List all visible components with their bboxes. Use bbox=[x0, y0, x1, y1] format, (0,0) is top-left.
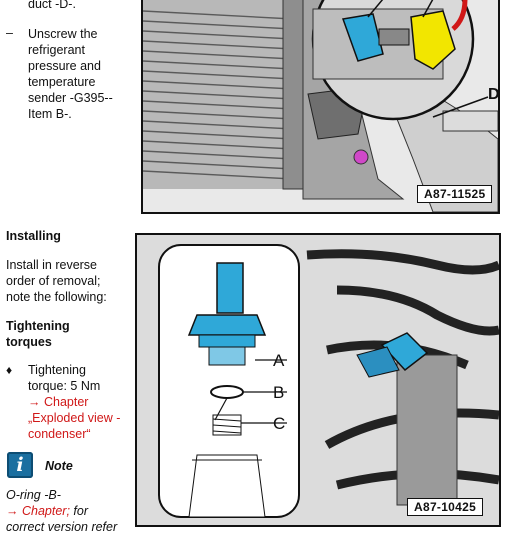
figure-top: D A87-11525 bbox=[141, 0, 500, 214]
installing-heading: Installing bbox=[6, 229, 61, 243]
figure-bottom-illustration bbox=[137, 235, 499, 525]
step-line: sender -G395-- bbox=[28, 91, 113, 105]
arrow-icon: → bbox=[28, 395, 41, 409]
callout-label-a: A bbox=[273, 351, 285, 370]
chapter-link[interactable]: → Chapter bbox=[28, 394, 138, 410]
callout-label-d: D bbox=[488, 86, 500, 103]
step-line: Unscrew the bbox=[28, 27, 98, 41]
callout-label-c: C bbox=[273, 414, 286, 433]
installing-line: Install in reverse bbox=[6, 258, 98, 272]
step-line: Item B-. bbox=[28, 107, 72, 121]
figure-bottom: A B C A87-10425 bbox=[135, 233, 501, 527]
figure-bottom-label: A87-10425 bbox=[407, 498, 484, 516]
info-icon: i bbox=[7, 452, 33, 478]
note-line-tail: for bbox=[69, 504, 88, 518]
chapter-link-line[interactable]: „Exploded view - bbox=[28, 411, 121, 425]
previous-step-fragment: duct -D-. bbox=[28, 0, 76, 11]
step-line: temperature bbox=[28, 75, 96, 89]
note-line: correct version refer bbox=[6, 520, 118, 534]
bullet-icon: ♦ bbox=[6, 363, 13, 377]
torque-line: Tightening bbox=[28, 363, 86, 377]
note-title: Note bbox=[45, 459, 73, 473]
torques-heading-line: torques bbox=[6, 335, 52, 349]
step-line: refrigerant bbox=[28, 43, 85, 57]
note-chapter-link[interactable]: → Chapter; bbox=[6, 504, 70, 518]
installing-line: note the following: bbox=[6, 290, 107, 304]
chapter-link-line[interactable]: condenser“ bbox=[28, 427, 91, 441]
note-line: O-ring -B- bbox=[6, 488, 61, 502]
torques-heading-line: Tightening bbox=[6, 319, 70, 333]
note-body: O-ring -B- → Chapter; for correct versio… bbox=[6, 487, 131, 535]
step-unscrew-text: Unscrew the refrigerant pressure and tem… bbox=[28, 26, 128, 122]
step-dash: – bbox=[6, 26, 13, 40]
callout-label-b: B bbox=[273, 383, 285, 402]
installing-line: order of removal; bbox=[6, 274, 101, 288]
figure-top-illustration bbox=[143, 0, 498, 212]
torque-item: Tightening torque: 5 Nm → Chapter „Explo… bbox=[28, 362, 138, 442]
tightening-torques-heading: Tightening torques bbox=[6, 318, 70, 350]
torque-line: torque: 5 Nm bbox=[28, 379, 101, 393]
chapter-link-text: Chapter bbox=[43, 395, 89, 409]
step-line: pressure and bbox=[28, 59, 101, 73]
figure-top-label: A87-11525 bbox=[417, 185, 493, 203]
installing-text: Install in reverse order of removal; not… bbox=[6, 257, 131, 305]
